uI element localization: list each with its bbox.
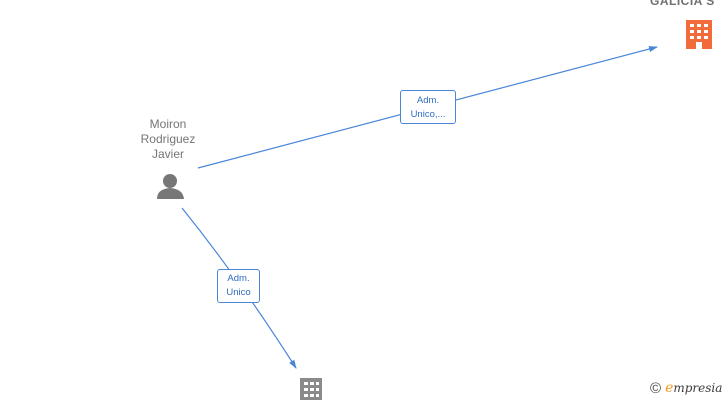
company-name[interactable]: GALICIA S	[650, 0, 715, 8]
building-icon[interactable]	[300, 378, 322, 400]
brand-logo-text: mpresia	[673, 381, 723, 395]
copyright-icon: ©	[650, 380, 662, 397]
edge-label: Adm. Unico	[217, 269, 260, 303]
brand-logo-initial: e	[665, 380, 674, 396]
building-icon[interactable]	[686, 20, 712, 49]
edge-label: Adm. Unico,...	[400, 90, 456, 124]
person-name[interactable]: Moiron Rodriguez Javier	[140, 117, 196, 161]
person-icon[interactable]	[157, 174, 184, 199]
brand-watermark: ©empresia	[650, 380, 722, 397]
